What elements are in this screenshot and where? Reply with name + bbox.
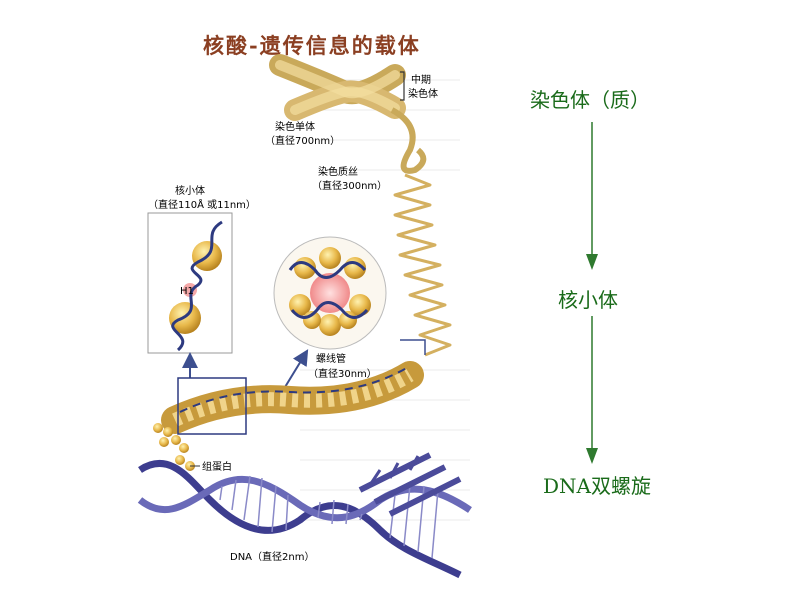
flow-arrow-2 — [586, 316, 598, 464]
solenoid-pointer — [400, 339, 426, 355]
label-chromatid-diameter: （直径700nm） — [265, 134, 340, 147]
histone-beads — [153, 423, 195, 471]
flow-arrow-1 — [586, 122, 598, 270]
label-solenoid: 螺线管 — [316, 352, 346, 365]
label-histone: 组蛋白 — [202, 460, 232, 473]
flow-step-dna: DNA双螺旋 — [543, 474, 651, 498]
label-solenoid-diameter: （直径30nm） — [308, 367, 377, 380]
solenoid-cross-section — [273, 236, 387, 350]
metaphase-chromosome — [269, 54, 406, 121]
dna-double-helix — [137, 452, 472, 579]
chromatin-fiber — [390, 107, 452, 357]
page-title: 核酸-遗传信息的载体 — [203, 33, 421, 58]
flow-step-nucleosome: 核小体 — [558, 288, 618, 312]
label-metaphase-chromosome: 染色体 — [408, 87, 438, 100]
label-chromatin: 染色质丝 — [318, 165, 358, 178]
label-chromatid: 染色单体 — [275, 120, 315, 133]
label-dna: DNA（直径2nm） — [230, 550, 314, 563]
label-nucleosome: 核小体 — [175, 184, 205, 197]
flow-step-chromosome: 染色体（质） — [530, 88, 650, 112]
coiled-fiber — [161, 361, 424, 435]
label-nucleosome-diameter: （直径110Å 或11nm） — [148, 198, 256, 211]
nucleosome-inset — [147, 212, 233, 354]
label-chromatin-diameter: （直径300nm） — [312, 179, 387, 192]
label-metaphase: 中期 — [411, 73, 431, 86]
label-h1: H1 — [180, 286, 194, 297]
